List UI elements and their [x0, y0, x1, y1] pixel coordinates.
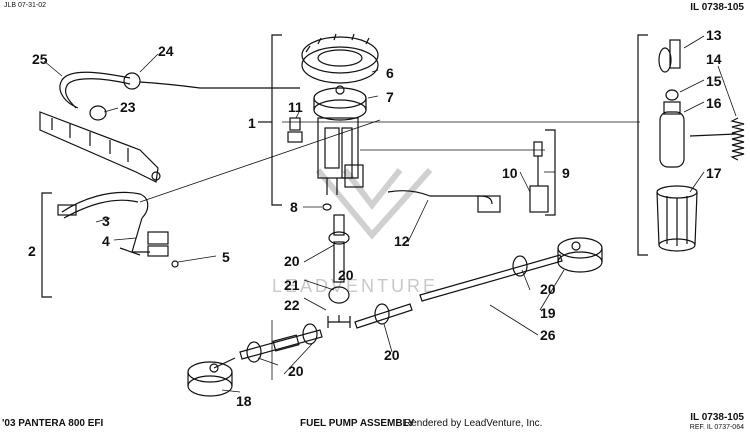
- header-left-code: JLB 07-31-02: [4, 2, 47, 9]
- footer-credit: Rendered by LeadVenture, Inc.: [404, 418, 543, 429]
- fitting-part: [287, 117, 303, 143]
- fuel-rail-part: [39, 111, 161, 183]
- vertical-tube-part: [328, 214, 350, 304]
- assembly-bracket-right: [637, 34, 648, 256]
- callout-17: 17: [706, 165, 722, 181]
- pump-screen-part: [658, 39, 681, 73]
- callout-22: 22: [284, 297, 300, 313]
- assembly-bracket-2: [41, 192, 52, 298]
- callout-20-c: 20: [540, 281, 556, 297]
- callout-7: 7: [386, 89, 394, 105]
- callout-labels: 1 2 3 4 5 6 7 8 9 10 11 12 13 14 15 16 1…: [28, 27, 722, 409]
- footer-title: FUEL PUMP ASSEMBLY: [300, 418, 415, 429]
- callout-10: 10: [502, 165, 518, 181]
- sender-harness-part: [387, 141, 549, 213]
- pump-spring-part: [689, 117, 745, 161]
- callout-23: 23: [120, 99, 136, 115]
- assembly-bracket-1: [258, 34, 282, 206]
- callout-20-d: 20: [384, 347, 400, 363]
- pickup-filter-left-part: [187, 357, 236, 397]
- callout-26: 26: [540, 327, 556, 343]
- callout-5: 5: [222, 249, 230, 265]
- callout-21: 21: [284, 277, 300, 293]
- callout-19: 19: [540, 305, 556, 321]
- long-fuel-tube-part: [354, 254, 563, 329]
- pump-bushing-part: [665, 89, 679, 101]
- lock-ring-part: [301, 33, 379, 84]
- fuel-pump-motor-part: [659, 101, 685, 168]
- watermark-text: LEADVENTURE: [272, 276, 438, 296]
- callout-25: 25: [32, 51, 48, 67]
- callout-14: 14: [706, 51, 722, 67]
- callout-15: 15: [706, 73, 722, 89]
- callout-6: 6: [386, 65, 394, 81]
- callout-4: 4: [102, 233, 110, 249]
- callout-20-b: 20: [338, 267, 354, 283]
- wiring-harness-part: [57, 191, 179, 268]
- o-ring-part: [322, 203, 332, 211]
- callout-1: 1: [248, 115, 256, 131]
- footer-model: '03 PANTERA 800 EFI: [2, 418, 104, 429]
- tee-fitting-part: [327, 315, 351, 328]
- callout-8: 8: [290, 199, 298, 215]
- footer-ref: REF. IL 0737-064: [689, 424, 744, 431]
- callout-20-a: 20: [284, 253, 300, 269]
- header-right-code: IL 0738-105: [690, 2, 744, 13]
- filter-sock-part: [656, 185, 698, 252]
- fuel-hose-part: [59, 71, 300, 121]
- assembly-bracket-9: [545, 129, 556, 216]
- callout-16: 16: [706, 95, 722, 111]
- callout-24: 24: [158, 43, 174, 59]
- callout-9: 9: [562, 165, 570, 181]
- footer-code: IL 0738-105: [690, 412, 744, 423]
- watermark-logo: [315, 168, 433, 240]
- callout-2: 2: [28, 243, 36, 259]
- fuel-pump-assembly-part: [313, 85, 367, 195]
- leader-lines: [43, 35, 737, 393]
- lower-hose-part: [239, 323, 323, 363]
- callout-20-e: 20: [288, 363, 304, 379]
- callout-12: 12: [394, 233, 410, 249]
- callout-11: 11: [288, 99, 303, 115]
- callout-18: 18: [236, 393, 252, 409]
- callout-3: 3: [102, 213, 110, 229]
- callout-13: 13: [706, 27, 722, 43]
- pickup-filter-right-part: [557, 237, 603, 273]
